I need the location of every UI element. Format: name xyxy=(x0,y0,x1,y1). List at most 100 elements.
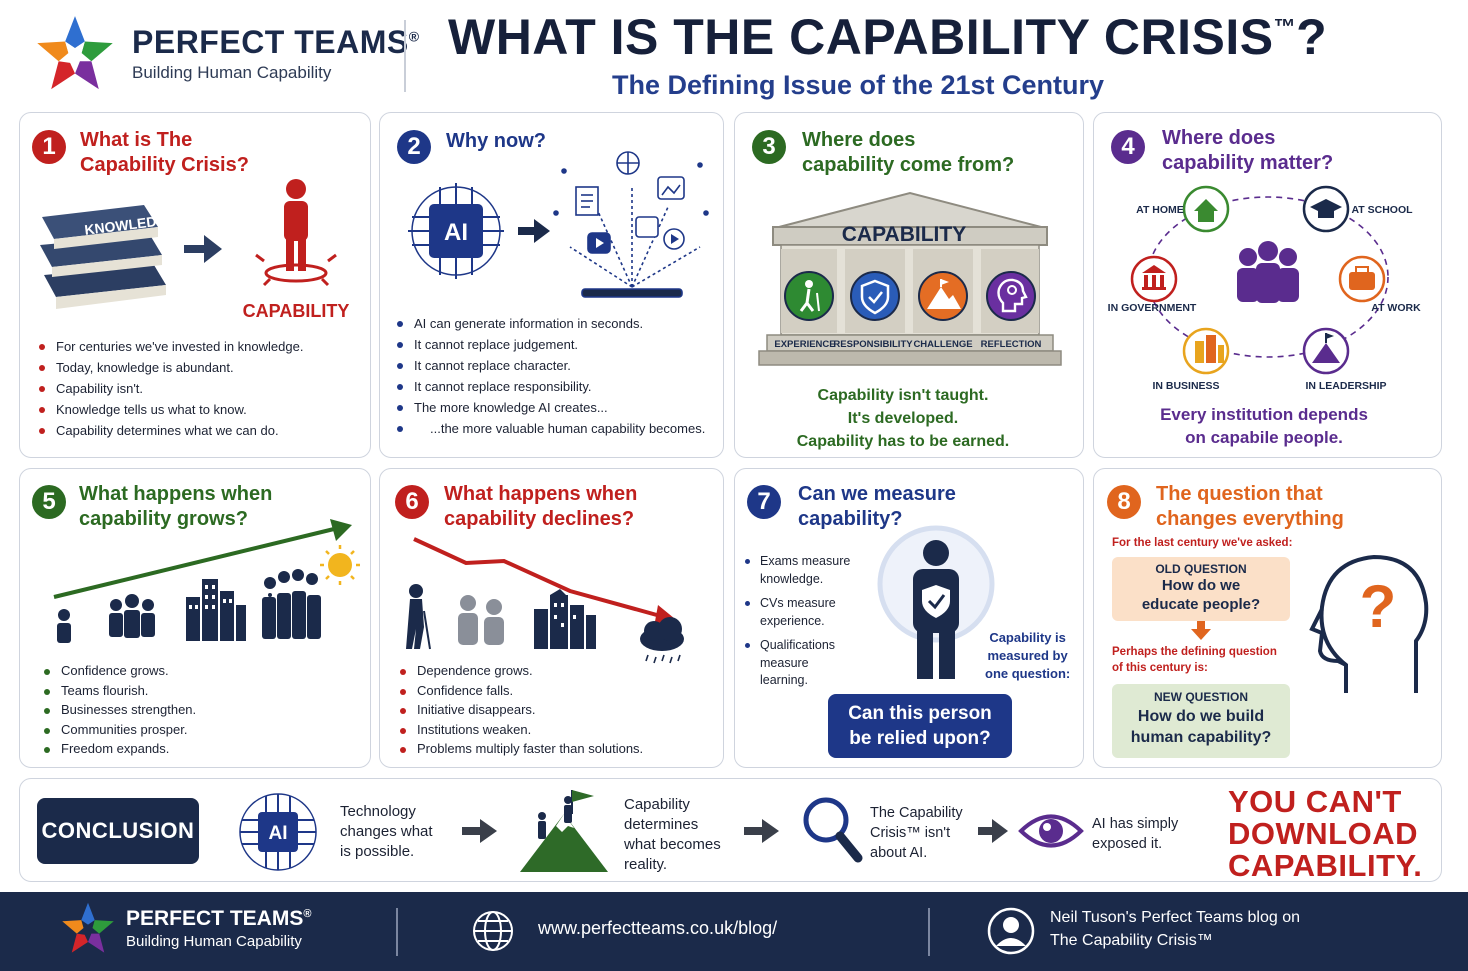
list-item: It cannot replace judgement. xyxy=(397,334,705,355)
question-intro: For the last century we've asked: xyxy=(1112,537,1293,549)
reliable-person-icon xyxy=(877,525,995,679)
perfect-teams-star-logo-icon xyxy=(62,902,114,953)
page-subtitle: The Defining Issue of the 21st Century xyxy=(611,70,1105,100)
brand-name: PERFECT TEAMS® xyxy=(132,24,420,60)
conclusion-bar xyxy=(19,778,1442,882)
school-cap-icon xyxy=(1302,185,1350,233)
place-label: AT HOME xyxy=(1136,204,1184,216)
mountain-summit-icon xyxy=(520,790,608,872)
list-item: For centuries we've invested in knowledg… xyxy=(39,336,303,357)
business-buildings-icon xyxy=(1182,327,1230,375)
institution-ring-illustration: AT HOME AT SCHOOL IN GOVERNMENT AT WORK … xyxy=(1108,185,1421,392)
new-question-box: NEW QUESTION How do we build human capab… xyxy=(1112,684,1290,758)
list-item-continuation: ...the more valuable human capability be… xyxy=(397,418,705,439)
pillar-label: EXPERIENCE xyxy=(774,339,835,350)
list-item: Businesses strengthen. xyxy=(44,700,196,720)
brand-tagline: Building Human Capability xyxy=(132,63,332,82)
tired-person-icon xyxy=(406,584,431,650)
blog-url-link[interactable]: www.perfectteams.co.uk/blog/ xyxy=(538,918,778,938)
globe-icon xyxy=(473,911,513,951)
information-burst-icon xyxy=(553,151,709,298)
panel-caption: Capability isn't taught.It's developed.C… xyxy=(796,387,1010,450)
list-item: Communities prosper. xyxy=(44,720,196,740)
sun-icon xyxy=(320,545,360,585)
list-item: Teams flourish. xyxy=(44,681,196,701)
crumbling-buildings-icon xyxy=(534,589,596,649)
list-item: AI can generate information in seconds. xyxy=(397,313,705,334)
brand-block: PERFECT TEAMS® Building Human Capability xyxy=(132,24,420,83)
team-people-icon xyxy=(1237,241,1299,303)
challenge-mountain-icon xyxy=(918,271,968,321)
old-question-box: OLD QUESTION How do we educate people? xyxy=(1112,557,1290,621)
list-item: Dependence grows. xyxy=(400,661,643,681)
place-label: IN LEADERSHIP xyxy=(1305,380,1386,392)
list-item: Initiative disappears. xyxy=(400,700,643,720)
arrow-right-icon xyxy=(744,819,779,843)
list-item: Confidence grows. xyxy=(44,661,196,681)
bullet-list: Dependence grows. Confidence falls. Init… xyxy=(400,661,643,759)
arrow-right-icon xyxy=(978,819,1008,843)
capability-label: CAPABILITY xyxy=(243,301,350,321)
experience-icon xyxy=(784,271,834,321)
rain-cloud-icon xyxy=(640,617,684,664)
place-label: IN GOVERNMENT xyxy=(1108,302,1197,314)
bullet-list: For centuries we've invested in knowledg… xyxy=(39,336,303,441)
magnifier-search-icon xyxy=(803,797,863,863)
place-label: AT SCHOOL xyxy=(1351,204,1413,216)
bullet-list: AI can generate information in seconds. … xyxy=(397,313,705,439)
panel-number: 6 xyxy=(395,485,429,519)
sad-people-icon xyxy=(458,595,504,645)
business-buildings-icon xyxy=(186,579,246,641)
list-item: Confidence falls. xyxy=(400,681,643,701)
work-briefcase-icon xyxy=(1338,255,1386,303)
thinking-head-icon: ? xyxy=(1309,554,1429,693)
list-item: Knowledge tells us what to know. xyxy=(39,399,303,420)
pillar-label: RESPONSIBILITY xyxy=(833,339,913,350)
community-crowd-icon xyxy=(262,569,321,639)
author-avatar-icon xyxy=(987,907,1035,955)
pillar-label: REFLECTION xyxy=(981,339,1042,350)
panel-number: 1 xyxy=(32,130,66,164)
question-mark: ? xyxy=(1360,573,1397,640)
ai-chip-label: AI xyxy=(444,219,468,246)
ai-generates-information-illustration: AI xyxy=(408,151,709,298)
knowledge-to-capability-illustration: KNOWLEDGE CAPABILITY xyxy=(40,179,350,321)
panel-number: 5 xyxy=(32,485,66,519)
header: PERFECT TEAMS® Building Human Capability… xyxy=(0,0,1468,110)
arrow-down-icon xyxy=(1191,621,1211,640)
place-label: IN BUSINESS xyxy=(1152,380,1219,392)
list-item: It cannot replace character. xyxy=(397,355,705,376)
arrow-right-icon xyxy=(518,219,550,243)
list-item: Today, knowledge is abundant. xyxy=(39,357,303,378)
temple-label: CAPABILITY xyxy=(842,223,966,246)
conclusion-badge: CONCLUSION xyxy=(37,798,199,864)
ai-chip-icon: AI xyxy=(239,793,317,871)
list-item: Freedom expands. xyxy=(44,739,196,759)
capability-temple-illustration: CAPABILITY EXPERIENCE RESPONSIBILITY CHA… xyxy=(758,191,1062,366)
list-item: Capability determines what we can do. xyxy=(39,420,303,441)
footer-brand: PERFECT TEAMS® Building Human Capability xyxy=(126,907,312,950)
arrow-right-icon xyxy=(184,235,222,263)
responsibility-shield-icon xyxy=(850,271,900,321)
panel-number: 3 xyxy=(752,130,786,164)
book-stack-icon: KNOWLEDGE xyxy=(40,205,177,309)
